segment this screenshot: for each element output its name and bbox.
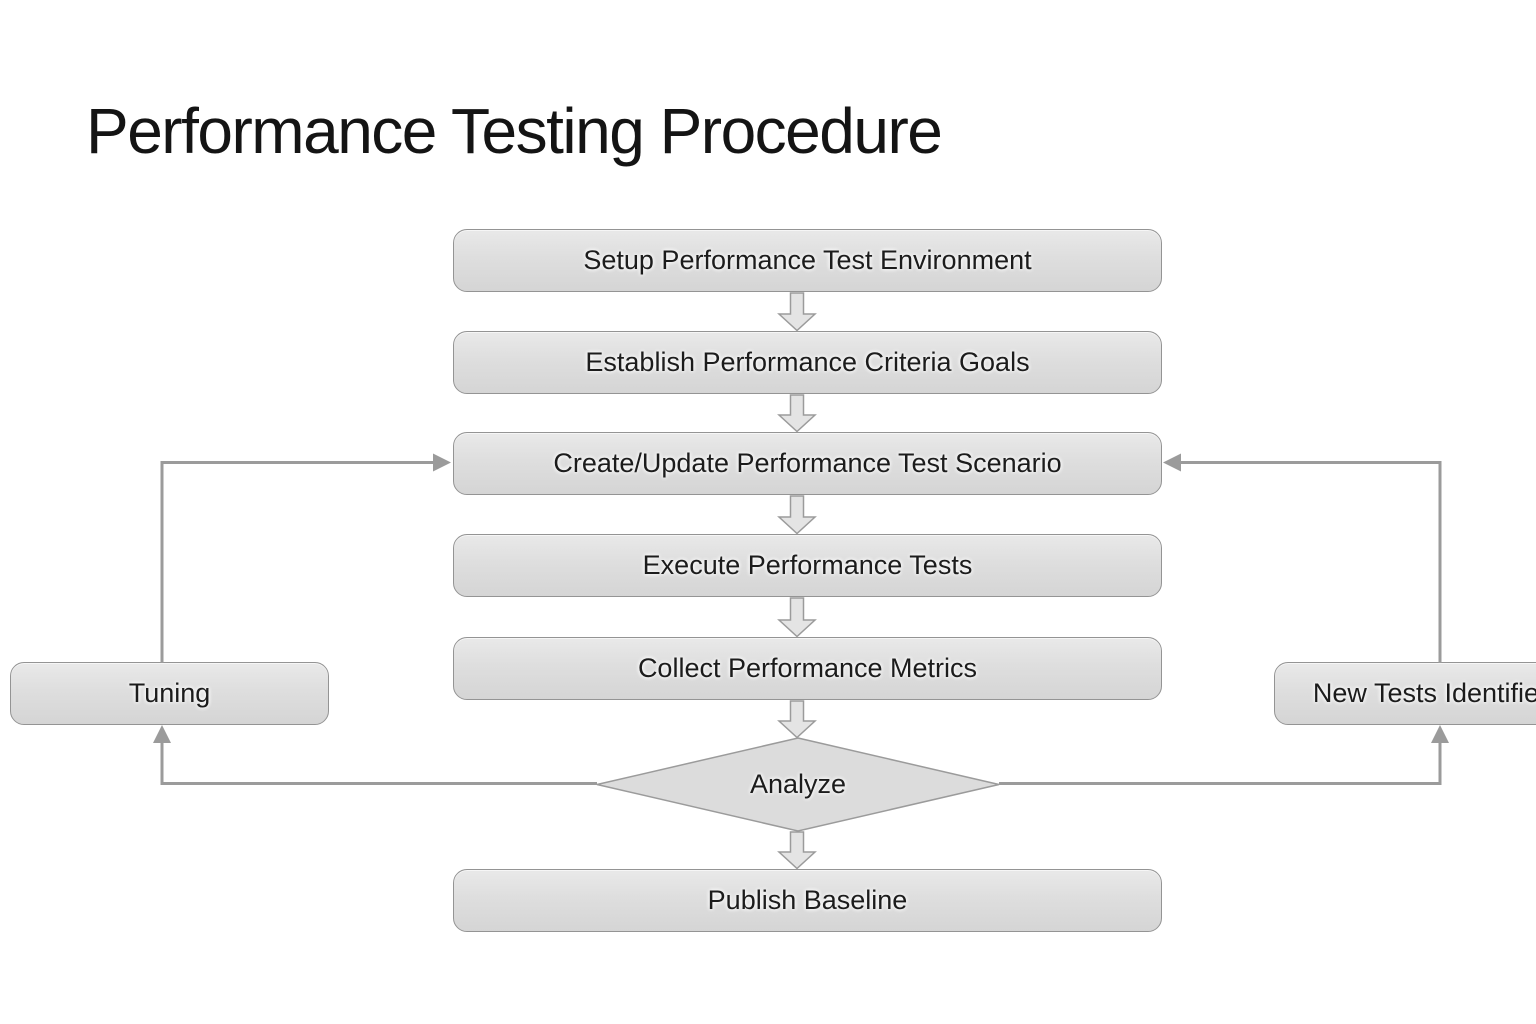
page-title: Performance Testing Procedure xyxy=(86,95,943,167)
arrowhead-up-icon xyxy=(1431,725,1449,743)
flow-step-analyze: Analyze xyxy=(594,734,1002,835)
arrowhead-up-icon xyxy=(153,725,171,743)
flow-step-label: Create/Update Performance Test Scenario xyxy=(553,448,1062,478)
tuning-to-scenario-connector xyxy=(160,461,433,663)
decision-diamond-shape xyxy=(596,737,1000,832)
arrowhead-right-icon xyxy=(433,453,451,472)
flow-step-setup-environment: Setup Performance Test Environment xyxy=(453,229,1162,292)
flow-arrow-down-icon xyxy=(777,495,817,535)
loop-label-tuning: Tuning xyxy=(10,662,329,725)
flow-step-label: Execute Performance Tests xyxy=(642,550,973,580)
analyze-to-tuning-connector xyxy=(160,742,597,785)
newtests-to-scenario-connector xyxy=(1181,461,1442,663)
flow-step-label: Collect Performance Metrics xyxy=(637,653,978,683)
flow-step-publish-baseline: Publish Baseline xyxy=(453,869,1162,932)
flow-arrow-down-icon xyxy=(777,292,817,332)
flow-arrow-down-icon xyxy=(777,831,817,870)
flow-step-label: Analyze xyxy=(749,769,847,799)
flow-step-execute-tests: Execute Performance Tests xyxy=(453,534,1162,597)
flow-step-label: Establish Performance Criteria Goals xyxy=(585,347,1030,377)
analyze-to-newtests-connector xyxy=(999,742,1442,785)
flow-arrow-down-icon xyxy=(777,394,817,433)
flow-arrow-down-icon xyxy=(777,597,817,638)
side-label: New Tests Identified xyxy=(1312,678,1536,708)
flow-step-collect-metrics: Collect Performance Metrics xyxy=(453,637,1162,700)
flow-step-establish-criteria: Establish Performance Criteria Goals xyxy=(453,331,1162,394)
flow-arrow-down-icon xyxy=(777,700,817,739)
loop-label-new-tests-identified: New Tests Identified xyxy=(1274,662,1536,725)
flow-step-create-update-scenario: Create/Update Performance Test Scenario xyxy=(453,432,1162,495)
flow-step-label: Publish Baseline xyxy=(707,885,908,915)
side-label: Tuning xyxy=(128,678,211,708)
flow-step-label: Setup Performance Test Environment xyxy=(583,245,1032,275)
arrowhead-left-icon xyxy=(1163,453,1181,472)
